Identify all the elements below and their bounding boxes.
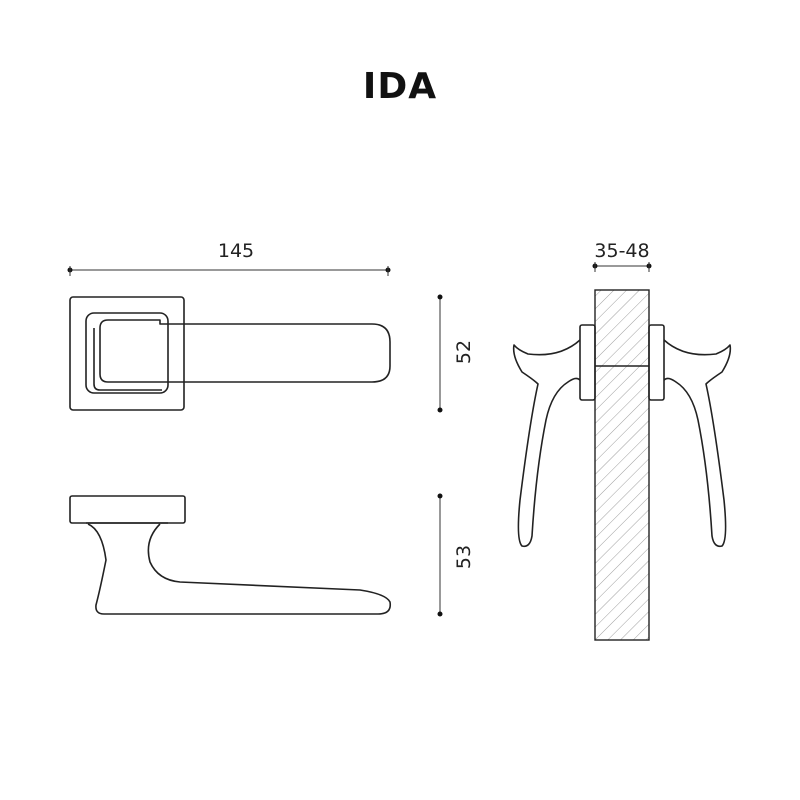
top-view xyxy=(69,296,391,411)
side-view xyxy=(69,495,392,615)
dimension-width-label: 145 xyxy=(218,240,254,262)
dimension-handle-height: 53 xyxy=(437,493,475,617)
dimension-rose-height-label: 52 xyxy=(453,340,475,364)
right-rose xyxy=(648,324,665,401)
dimension-rose-height: 52 xyxy=(437,294,475,413)
right-handle xyxy=(663,339,732,548)
product-title: IDA xyxy=(362,66,438,107)
lever-side-profile xyxy=(87,523,392,615)
rose-outer-square xyxy=(69,296,185,411)
left-handle xyxy=(512,339,581,548)
door-section xyxy=(594,289,650,641)
dimension-width: 145 xyxy=(67,240,391,276)
lever-top-outline xyxy=(99,319,391,383)
dimension-door-thickness-label: 35-48 xyxy=(594,240,649,262)
dimension-door-thickness: 35-48 xyxy=(592,240,652,272)
rose-side-plate xyxy=(69,495,186,524)
rose-inner-square xyxy=(85,312,169,394)
lever-neck-line xyxy=(93,328,162,391)
left-rose xyxy=(579,324,596,401)
dimension-handle-height-label: 53 xyxy=(453,545,475,569)
section-view xyxy=(512,289,732,641)
